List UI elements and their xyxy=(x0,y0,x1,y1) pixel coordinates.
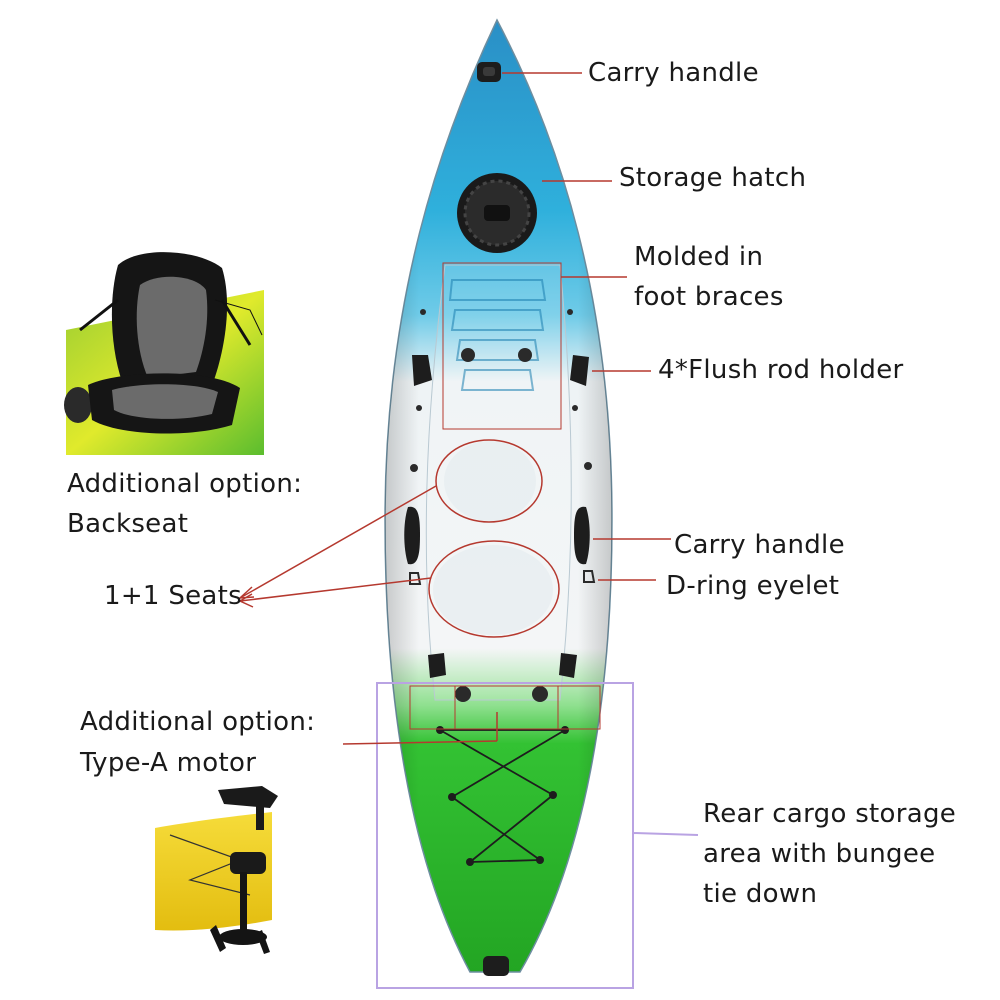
label-storage-hatch: Storage hatch xyxy=(619,163,807,193)
motor-mount-highlight-boxes xyxy=(409,685,601,730)
label-cargo-line1: Rear cargo storage xyxy=(703,799,957,829)
label-d-ring: D-ring eyelet xyxy=(666,571,840,601)
label-carry-handle-side: Carry handle xyxy=(674,530,845,560)
motor-option-image xyxy=(155,786,278,954)
cargo-leader-line xyxy=(632,832,699,836)
cargo-area-highlight-box xyxy=(376,682,634,989)
foot-braces xyxy=(448,279,547,391)
label-backseat-line2: Backseat xyxy=(67,509,189,539)
label-motor-line1: Additional option: xyxy=(80,707,316,737)
deck-bolts xyxy=(416,309,578,702)
backseat-option-image xyxy=(64,252,264,455)
bungee-cords xyxy=(439,729,566,863)
label-cargo-line3: tie down xyxy=(703,879,818,909)
label-motor-line2: Type-A motor xyxy=(80,748,257,778)
side-carry-handle-icons xyxy=(404,506,590,565)
label-carry-handle-top: Carry handle xyxy=(588,58,759,88)
stern-carry-handle-icon xyxy=(483,956,509,976)
leader-arrowheads xyxy=(237,586,255,608)
label-backseat-line1: Additional option: xyxy=(67,469,303,499)
flush-rod-holder-icons xyxy=(412,355,589,678)
storage-hatch-icon xyxy=(457,173,537,253)
label-seats: 1+1 Seats xyxy=(104,581,243,611)
label-foot-braces-line2: foot braces xyxy=(634,282,784,312)
bow-carry-handle-icon xyxy=(477,62,501,82)
leader-lines xyxy=(239,72,671,745)
foot-braces-highlight-box xyxy=(442,262,562,430)
label-rod-holder: 4*Flush rod holder xyxy=(658,355,904,385)
label-foot-braces-line1: Molded in xyxy=(634,242,764,272)
bungee-anchor-icons xyxy=(436,726,569,866)
molded-seats xyxy=(433,441,553,635)
seat-highlight-ovals xyxy=(428,439,560,638)
label-cargo-line2: area with bungee xyxy=(703,839,936,869)
